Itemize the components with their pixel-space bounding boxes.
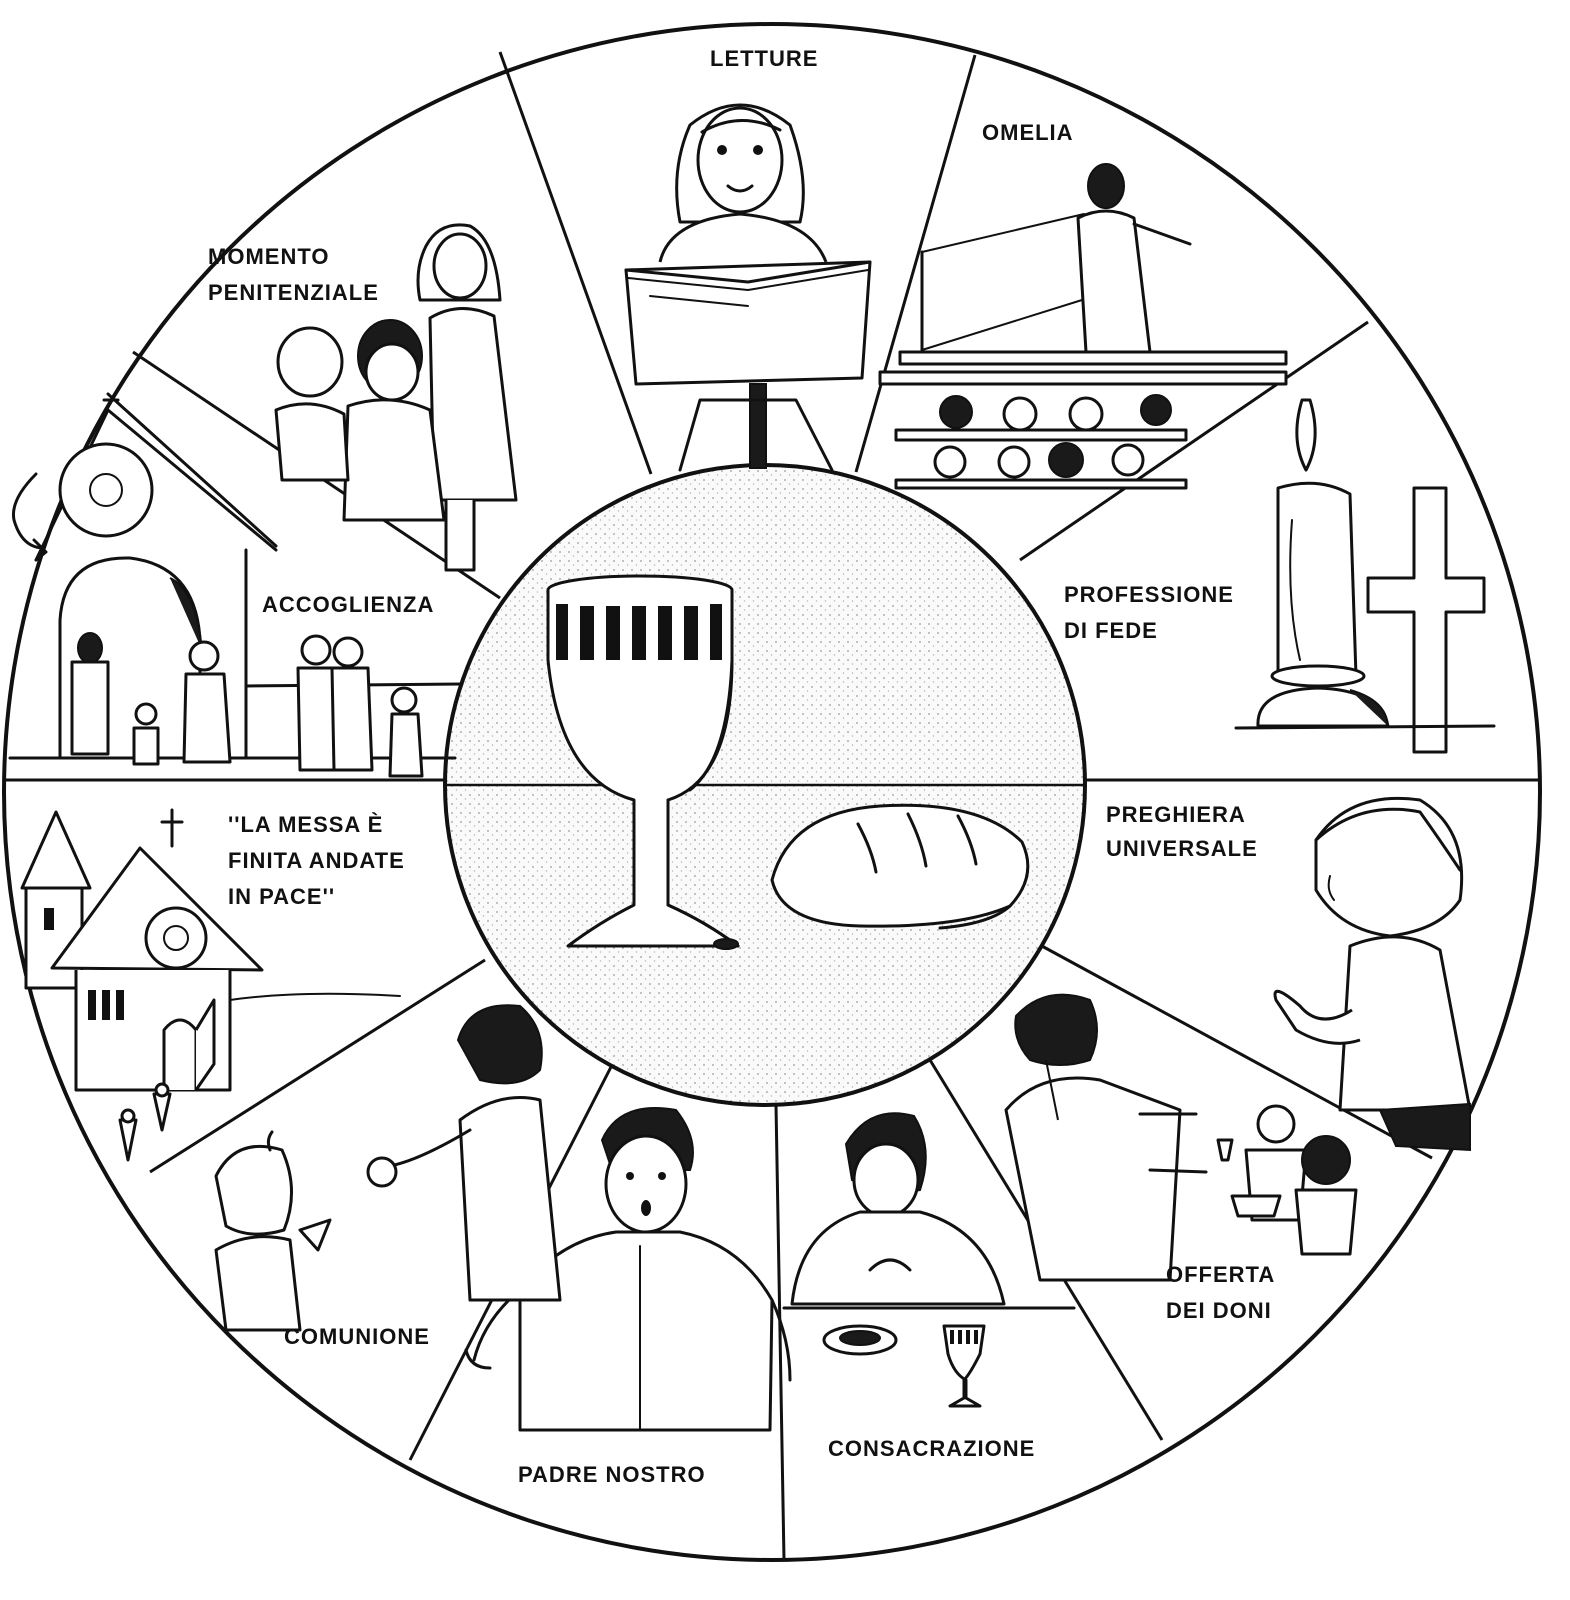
label-comunione: COMUNIONE bbox=[284, 1324, 430, 1349]
label-offerta-dei-doni: OFFERTA DEI DONI bbox=[1166, 1262, 1282, 1323]
label-momento-penitenziale: MOMENTO PENITENZIALE bbox=[208, 244, 379, 305]
label-professione-di-fede: PROFESSIONE DI FEDE bbox=[1064, 582, 1241, 643]
consecration-illustration bbox=[782, 1112, 1076, 1408]
label-omelia: OMELIA bbox=[982, 120, 1074, 145]
chalice-icon bbox=[546, 574, 740, 950]
label-preghiera-universale: PREGHIERA UNIVERSALE bbox=[1106, 802, 1258, 861]
label-accoglienza: ACCOGLIENZA bbox=[262, 592, 434, 617]
communion-illustration bbox=[214, 1004, 562, 1332]
praying-boy-illustration bbox=[1273, 796, 1472, 1152]
reader-illustration bbox=[624, 103, 872, 472]
penitential-illustration bbox=[274, 223, 518, 572]
our-father-illustration bbox=[464, 1107, 792, 1432]
label-padre-nostro: PADRE NOSTRO bbox=[518, 1462, 706, 1487]
church-exit-illustration bbox=[20, 808, 401, 1162]
label-letture: LETTURE bbox=[710, 46, 818, 71]
segment-labels: LETTURE OMELIA PROFESSIONE DI FEDE PREGH… bbox=[208, 46, 1282, 1487]
bread-icon bbox=[770, 803, 1030, 930]
welcome-illustration bbox=[8, 392, 464, 778]
cycle-arrow-icon bbox=[11, 472, 48, 562]
homily-illustration bbox=[878, 163, 1288, 490]
label-consacrazione: CONSACRAZIONE bbox=[828, 1436, 1035, 1461]
label-la-messa-e-finita: ''LA MESSA È FINITA ANDATE IN PACE'' bbox=[228, 812, 412, 909]
candle-cross-illustration bbox=[1234, 398, 1496, 754]
offertory-illustration bbox=[1004, 993, 1358, 1282]
